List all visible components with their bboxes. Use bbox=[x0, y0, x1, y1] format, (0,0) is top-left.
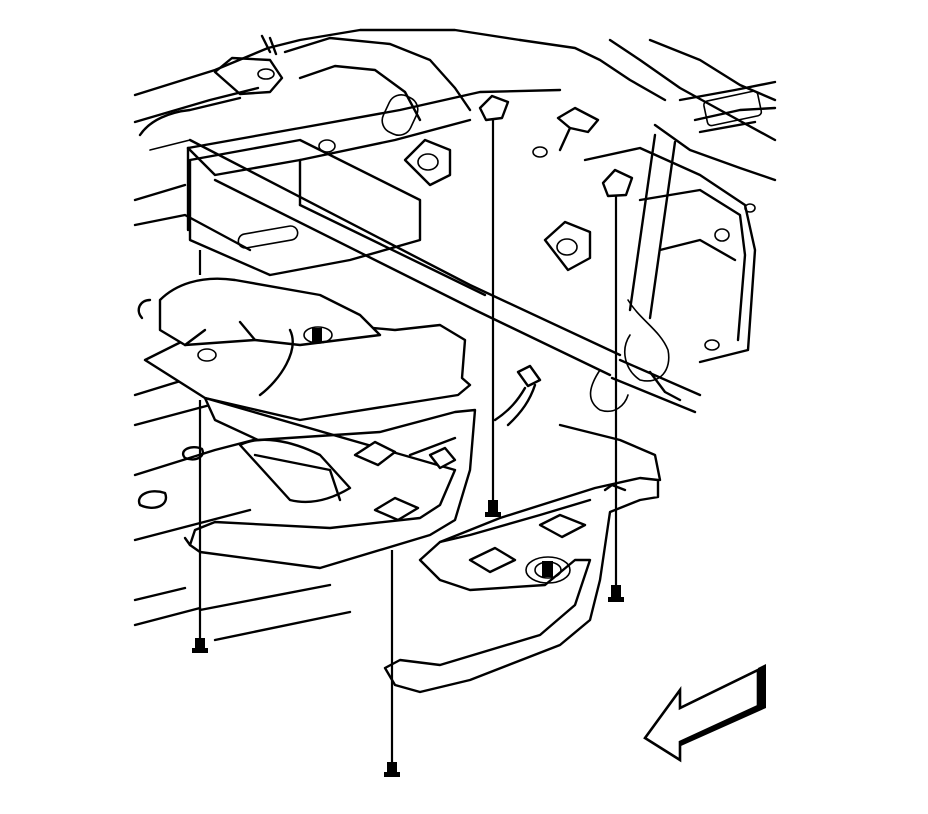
rear-skid-plate bbox=[383, 476, 660, 694]
front-skid-plate bbox=[143, 277, 477, 570]
bolt-icon bbox=[485, 500, 501, 517]
bolt-icon bbox=[608, 585, 624, 602]
vehicle-underbody-frame bbox=[133, 28, 777, 642]
bolt-icon bbox=[192, 638, 208, 653]
front-arrow-icon bbox=[643, 664, 766, 763]
bolt-icon bbox=[384, 762, 400, 777]
fastener-bolts bbox=[192, 94, 634, 777]
